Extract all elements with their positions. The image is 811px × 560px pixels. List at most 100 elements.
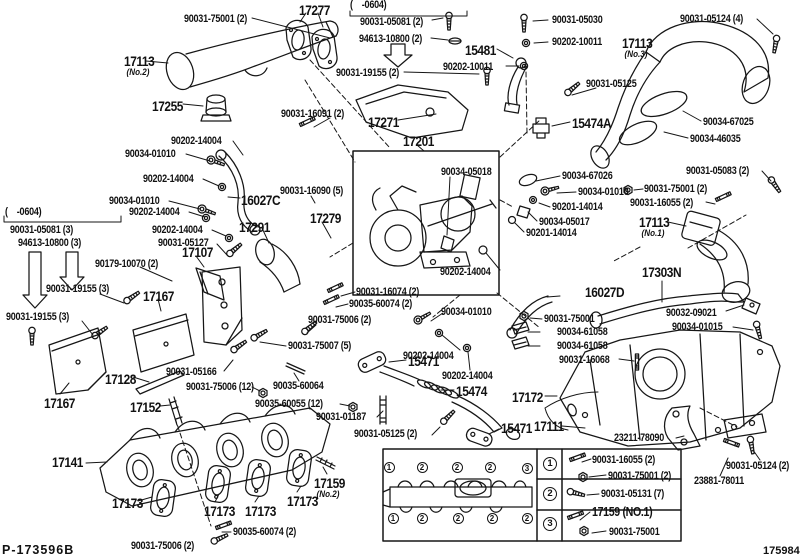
banjo-bolt-icon bbox=[205, 154, 227, 170]
washer-icon bbox=[434, 328, 444, 338]
circled-number-marker: 2 bbox=[416, 512, 428, 524]
stay-17128 bbox=[135, 370, 185, 395]
part-label: 16027D bbox=[585, 284, 625, 300]
bracket-17107 bbox=[195, 267, 225, 301]
part-label: 17113(No.1) bbox=[639, 214, 670, 239]
washer-icon bbox=[224, 233, 234, 243]
part-label: 17173 bbox=[204, 503, 235, 519]
bolt-icon bbox=[228, 338, 249, 355]
part-label: 17113(No.2) bbox=[124, 53, 155, 78]
air-hose-17113-no3 bbox=[590, 20, 771, 169]
part-label: 17173 bbox=[112, 495, 143, 511]
part-label: 90034-61058 bbox=[557, 340, 608, 352]
part-label: 90031-75006 (2) bbox=[131, 540, 195, 552]
stud-icon bbox=[568, 452, 587, 463]
nut-icon bbox=[579, 525, 589, 537]
part-label: 90031-16068 bbox=[559, 354, 610, 366]
part-label: 17201 bbox=[403, 133, 434, 149]
washer-icon bbox=[201, 213, 211, 223]
part-label: 90031-05125 (2) bbox=[354, 428, 418, 440]
part-label: 90202-14004 bbox=[442, 370, 493, 382]
stud-icon bbox=[326, 282, 344, 294]
circled-number-marker: 2 bbox=[484, 461, 496, 473]
legend-mini-manifold bbox=[382, 478, 533, 513]
union-fitting-cluster bbox=[507, 173, 538, 225]
part-label: 90034-61058 bbox=[557, 326, 608, 338]
bolt-icon bbox=[770, 34, 781, 54]
water-pipe-17291 bbox=[255, 238, 301, 293]
bolt-icon bbox=[121, 289, 142, 306]
part-label: 90031-19155 (3) bbox=[46, 283, 110, 295]
brackets-23211-23881 bbox=[663, 405, 767, 451]
washer-icon bbox=[217, 182, 227, 192]
part-label: 90202-14004 bbox=[129, 206, 180, 218]
small-part-15474a bbox=[532, 117, 550, 139]
part-label: 90031-19155 (3) bbox=[6, 311, 70, 323]
stud-icon bbox=[714, 191, 732, 203]
part-label: 90031-01187 bbox=[316, 411, 366, 423]
stud-icon bbox=[722, 437, 741, 448]
part-label: 94613-10800 (2) bbox=[359, 33, 423, 45]
part-label: 15471 bbox=[501, 420, 532, 436]
part-label: 15474 bbox=[456, 383, 487, 399]
circled-number-marker: 2 bbox=[521, 512, 533, 524]
part-label: 90034-67025 bbox=[703, 116, 754, 128]
bolt-icon bbox=[746, 435, 757, 455]
part-label: 90031-16074 (2) bbox=[356, 286, 420, 298]
construction-dashed-lines bbox=[174, 59, 747, 527]
part-label: 90202-14004 bbox=[440, 266, 491, 278]
part-label: 17159(No.2) bbox=[314, 475, 345, 500]
part-label: 17128 bbox=[105, 371, 136, 387]
part-label: 23881-78011 bbox=[694, 475, 744, 487]
part-label: ( -0604) bbox=[5, 206, 42, 218]
part-label: 90031-75006 (12) bbox=[186, 381, 254, 393]
part-label: 17141 bbox=[52, 454, 83, 470]
part-label: 90034-01010 bbox=[125, 148, 176, 160]
part-label: 90031-19155 (2) bbox=[336, 67, 400, 79]
part-label: 90034-01010 bbox=[109, 195, 160, 207]
part-label: 90034-01010 bbox=[441, 306, 492, 318]
part-label: 90031-16055 (2) bbox=[592, 454, 656, 466]
bolt-icon bbox=[752, 319, 765, 340]
bolt-icon bbox=[249, 327, 269, 343]
stud-icon bbox=[322, 294, 340, 306]
heat-shield-17271 bbox=[355, 84, 469, 139]
part-label: 17279 bbox=[310, 210, 341, 226]
fastener-icons bbox=[28, 11, 783, 546]
part-label: 17159 (NO.1) bbox=[592, 505, 653, 519]
vacuum-pipe-17303n bbox=[589, 292, 761, 329]
part-label: 90031-05081 (2) bbox=[360, 16, 424, 28]
stud-icon bbox=[214, 520, 233, 531]
stud-icon bbox=[634, 353, 640, 371]
range-brackets bbox=[3, 10, 468, 223]
part-label: 17271 bbox=[368, 114, 399, 130]
stud-17159-no2 bbox=[315, 456, 336, 470]
part-label: 90201-14014 bbox=[552, 201, 603, 213]
stud-17152 bbox=[168, 396, 183, 426]
part-label: 90031-75001 (2) bbox=[644, 183, 708, 195]
part-label: 23211-78090 bbox=[614, 432, 664, 444]
part-label: 17167 bbox=[44, 395, 75, 411]
oil-pipe-16027c bbox=[215, 149, 261, 236]
part-label: 90201-14014 bbox=[526, 227, 577, 239]
part-label: 15471 bbox=[408, 353, 439, 369]
circled-number-marker: 1 bbox=[543, 457, 557, 471]
part-label: 90035-60064 bbox=[273, 380, 324, 392]
part-label: 90035-60055 (12) bbox=[255, 398, 323, 410]
part-label: 90031-05124 (4) bbox=[680, 13, 744, 25]
part-label: 90032-09021 bbox=[666, 307, 717, 319]
part-label: 90031-75001 bbox=[544, 313, 595, 325]
part-label: 17173 bbox=[287, 493, 318, 509]
part-label: 90034-46035 bbox=[690, 133, 741, 145]
part-label: 90035-60074 (2) bbox=[233, 526, 297, 538]
bolt-icon bbox=[766, 174, 783, 195]
part-label: 17107 bbox=[182, 244, 213, 260]
part-label: 15474A bbox=[572, 115, 612, 131]
washer-icon bbox=[462, 343, 472, 353]
part-label: 17173 bbox=[245, 503, 276, 519]
air-hose-17113-no1 bbox=[681, 210, 751, 303]
stud-90031-01187 bbox=[379, 395, 387, 425]
part-label: 90031-05131 (7) bbox=[601, 488, 665, 500]
part-label: 94613-10800 (3) bbox=[18, 237, 82, 249]
circled-number-marker: 2 bbox=[451, 461, 463, 473]
